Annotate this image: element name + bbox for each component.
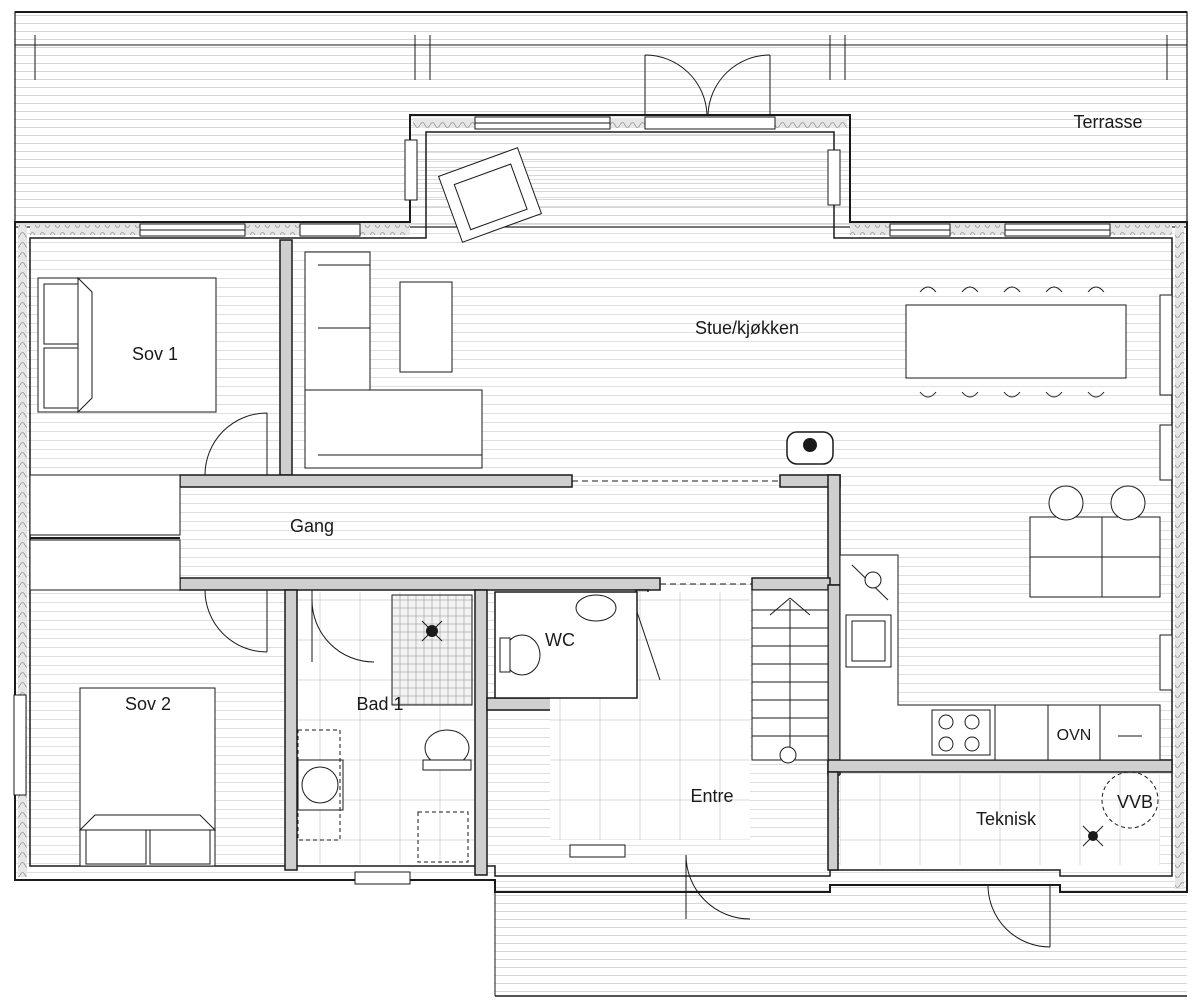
kitchen-counter (839, 554, 1161, 761)
bathroom-floor (297, 592, 474, 864)
wc-fixtures (494, 591, 638, 699)
bed-sov2 (78, 687, 217, 867)
appliance-label-vvb: VVB (1117, 792, 1153, 812)
room-label-sov1: Sov 1 (132, 344, 178, 364)
interior-walls (29, 239, 1173, 876)
room-label-entre: Entre (690, 786, 733, 806)
door-swings (204, 412, 1051, 948)
room-label-stue-kjokken: Stue/kjøkken (695, 318, 799, 338)
windows (13, 116, 1173, 885)
room-label-terrasse: Terrasse (1073, 112, 1142, 132)
living-furniture (304, 147, 1161, 598)
room-label-sov2: Sov 2 (125, 694, 171, 714)
terrace-bottom (494, 880, 1187, 997)
staircase (751, 589, 829, 764)
room-label-bad1: Bad 1 (356, 694, 403, 714)
teknisk-floor (840, 771, 1160, 865)
room-label-teknisk: Teknisk (976, 809, 1037, 829)
bed-sov1 (37, 276, 217, 414)
room-label-gang: Gang (290, 516, 334, 536)
appliance-label-ovn: OVN (1057, 727, 1092, 744)
terrace-door (644, 54, 771, 116)
room-label-wc: WC (545, 630, 575, 650)
